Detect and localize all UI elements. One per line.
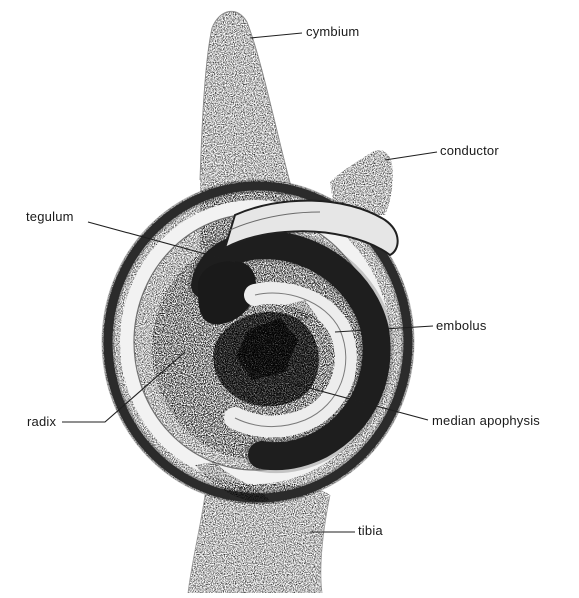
label-radix: radix: [27, 415, 56, 429]
label-conductor: conductor: [440, 144, 499, 158]
label-cymbium: cymbium: [306, 25, 359, 39]
conductor-leader: [385, 152, 437, 160]
label-embolus: embolus: [436, 319, 487, 333]
cymbium-leader: [250, 33, 302, 38]
label-tibia: tibia: [358, 524, 383, 538]
label-median-apophysis: median apophysis: [432, 414, 540, 428]
label-tegulum: tegulum: [26, 210, 74, 224]
